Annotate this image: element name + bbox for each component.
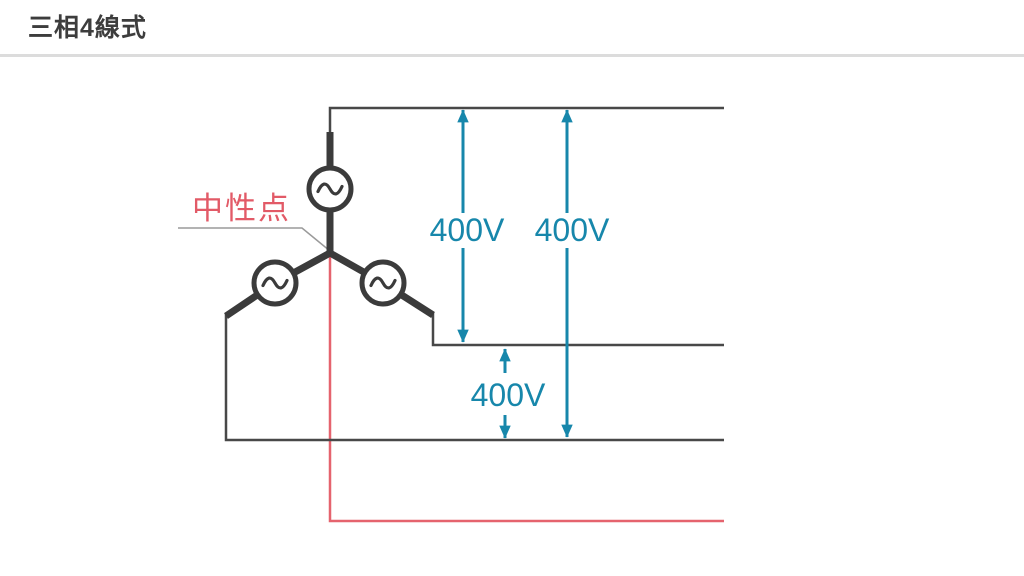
neutral-point-label: 中性点 <box>192 191 291 226</box>
ac-source-icon-left <box>251 259 299 307</box>
sine-wave-icon <box>316 182 344 196</box>
voltage-label-line-to-line-left: 400V <box>430 212 505 248</box>
neutral-conductor-wire <box>328 253 724 523</box>
voltage-label-line-to-line-right: 400V <box>535 212 610 248</box>
voltage-label-line-to-neutral: 400V <box>471 377 546 413</box>
ac-source-icon-right <box>359 259 407 307</box>
ac-source-icon-top <box>306 165 354 213</box>
phase-line-top <box>328 106 724 136</box>
neutral-leader-line <box>178 227 331 252</box>
page-title: 三相4線式 <box>28 14 147 42</box>
title-divider <box>0 54 1024 57</box>
phase-conductors <box>224 106 724 442</box>
sine-wave-icon <box>369 276 397 290</box>
sine-wave-icon <box>261 276 289 290</box>
phase-line-bottom <box>224 314 724 442</box>
phase-line-middle <box>431 312 724 347</box>
